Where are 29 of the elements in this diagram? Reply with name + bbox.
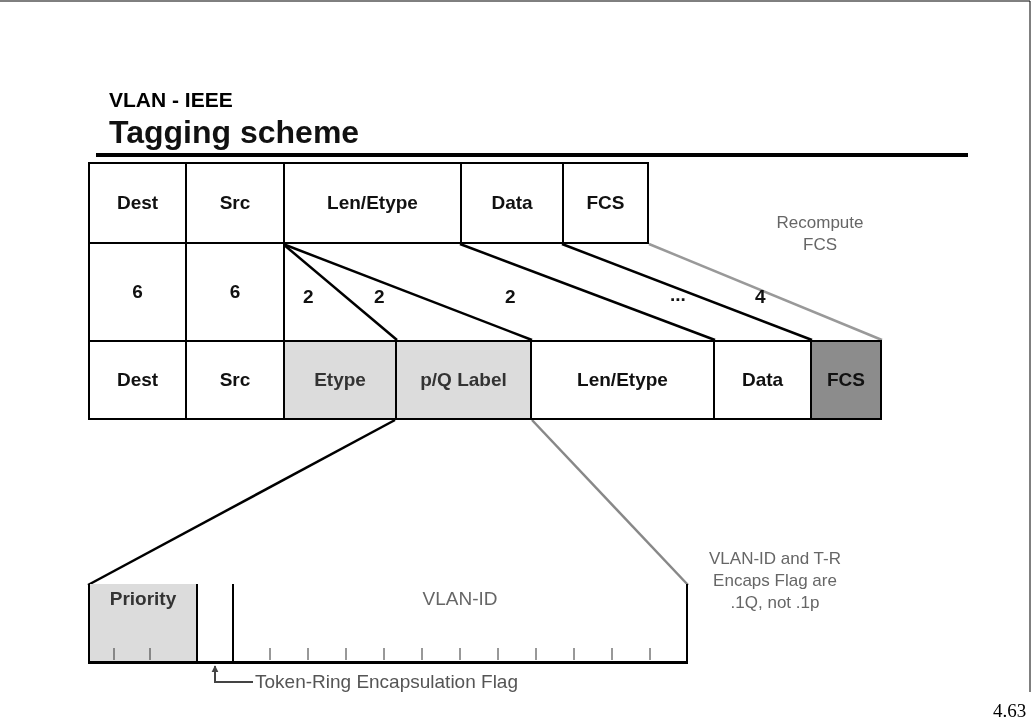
field-cell: Data	[713, 340, 812, 420]
size-number: 4	[755, 286, 766, 308]
leader-arrow	[211, 665, 254, 683]
field-cell: Dest	[88, 162, 187, 244]
expansion-line	[459, 242, 716, 342]
field-cell: Etype	[283, 340, 397, 420]
annotation-text: Token-Ring Encapsulation Flag	[255, 668, 518, 696]
note-text: VLAN-ID and T-R Encaps Flag are .1Q, not .1p	[708, 548, 842, 615]
expansion-line	[648, 242, 883, 342]
field-cell: Len/Etype	[530, 340, 715, 420]
bit-field-cell: Priority	[88, 584, 198, 663]
expansion-line	[531, 419, 689, 586]
expansion-line	[561, 242, 813, 342]
field-cell: FCS	[562, 162, 649, 244]
slide-title: Tagging scheme	[109, 114, 360, 151]
page-number: 4.63	[993, 700, 1027, 722]
field-cell: Dest	[88, 340, 187, 420]
slide-subtitle: VLAN - IEEE	[109, 88, 233, 112]
bit-field-box	[88, 585, 688, 664]
note-text: Recompute FCS	[775, 212, 865, 257]
size-number: 2	[505, 286, 516, 308]
field-cell: p/Q Label	[395, 340, 532, 420]
expansion-line	[87, 418, 396, 587]
field-cell: FCS	[810, 340, 882, 420]
size-number: 2	[303, 286, 314, 308]
size-number: ...	[670, 284, 686, 306]
size-number: 2	[374, 286, 385, 308]
field-cell: Data	[460, 162, 564, 244]
field-cell: Len/Etype	[283, 162, 462, 244]
